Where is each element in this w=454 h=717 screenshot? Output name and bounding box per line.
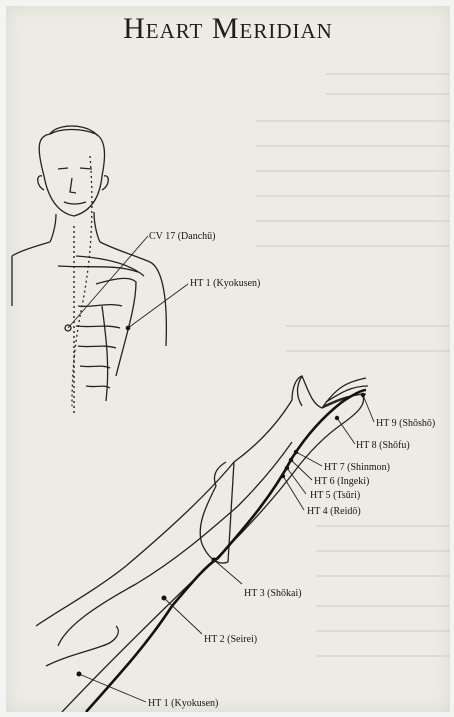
label-ht7: HT 7 (Shinmon) [324,462,390,473]
book-page: Heart Meridian [6,6,450,712]
arm-figure [36,376,368,712]
label-ht5: HT 5 (Tsūri) [310,490,360,501]
heart-internal-pathway [72,156,92,406]
label-ht8: HT 8 (Shōfu) [356,440,410,451]
label-cv17: CV 17 (Danchū) [149,231,215,242]
meridian-illustration: CV 17 (Danchū) HT 1 (Kyokusen) HT 9 (Shō… [6,6,450,712]
label-ht9: HT 9 (Shōshō) [376,418,435,429]
ht1-upper-leader [128,284,188,328]
label-ht6: HT 6 (Ingeki) [314,476,369,487]
label-ht2: HT 2 (Seirei) [204,634,257,645]
label-ht3: HT 3 (Shōkai) [244,588,302,599]
label-ht1-upper: HT 1 (Kyokusen) [190,278,260,289]
bleed-through-text [256,74,450,656]
torso-figure [12,126,166,401]
label-ht1-lower: HT 1 (Kyokusen) [148,698,218,709]
label-ht4: HT 4 (Reidō) [307,506,361,517]
